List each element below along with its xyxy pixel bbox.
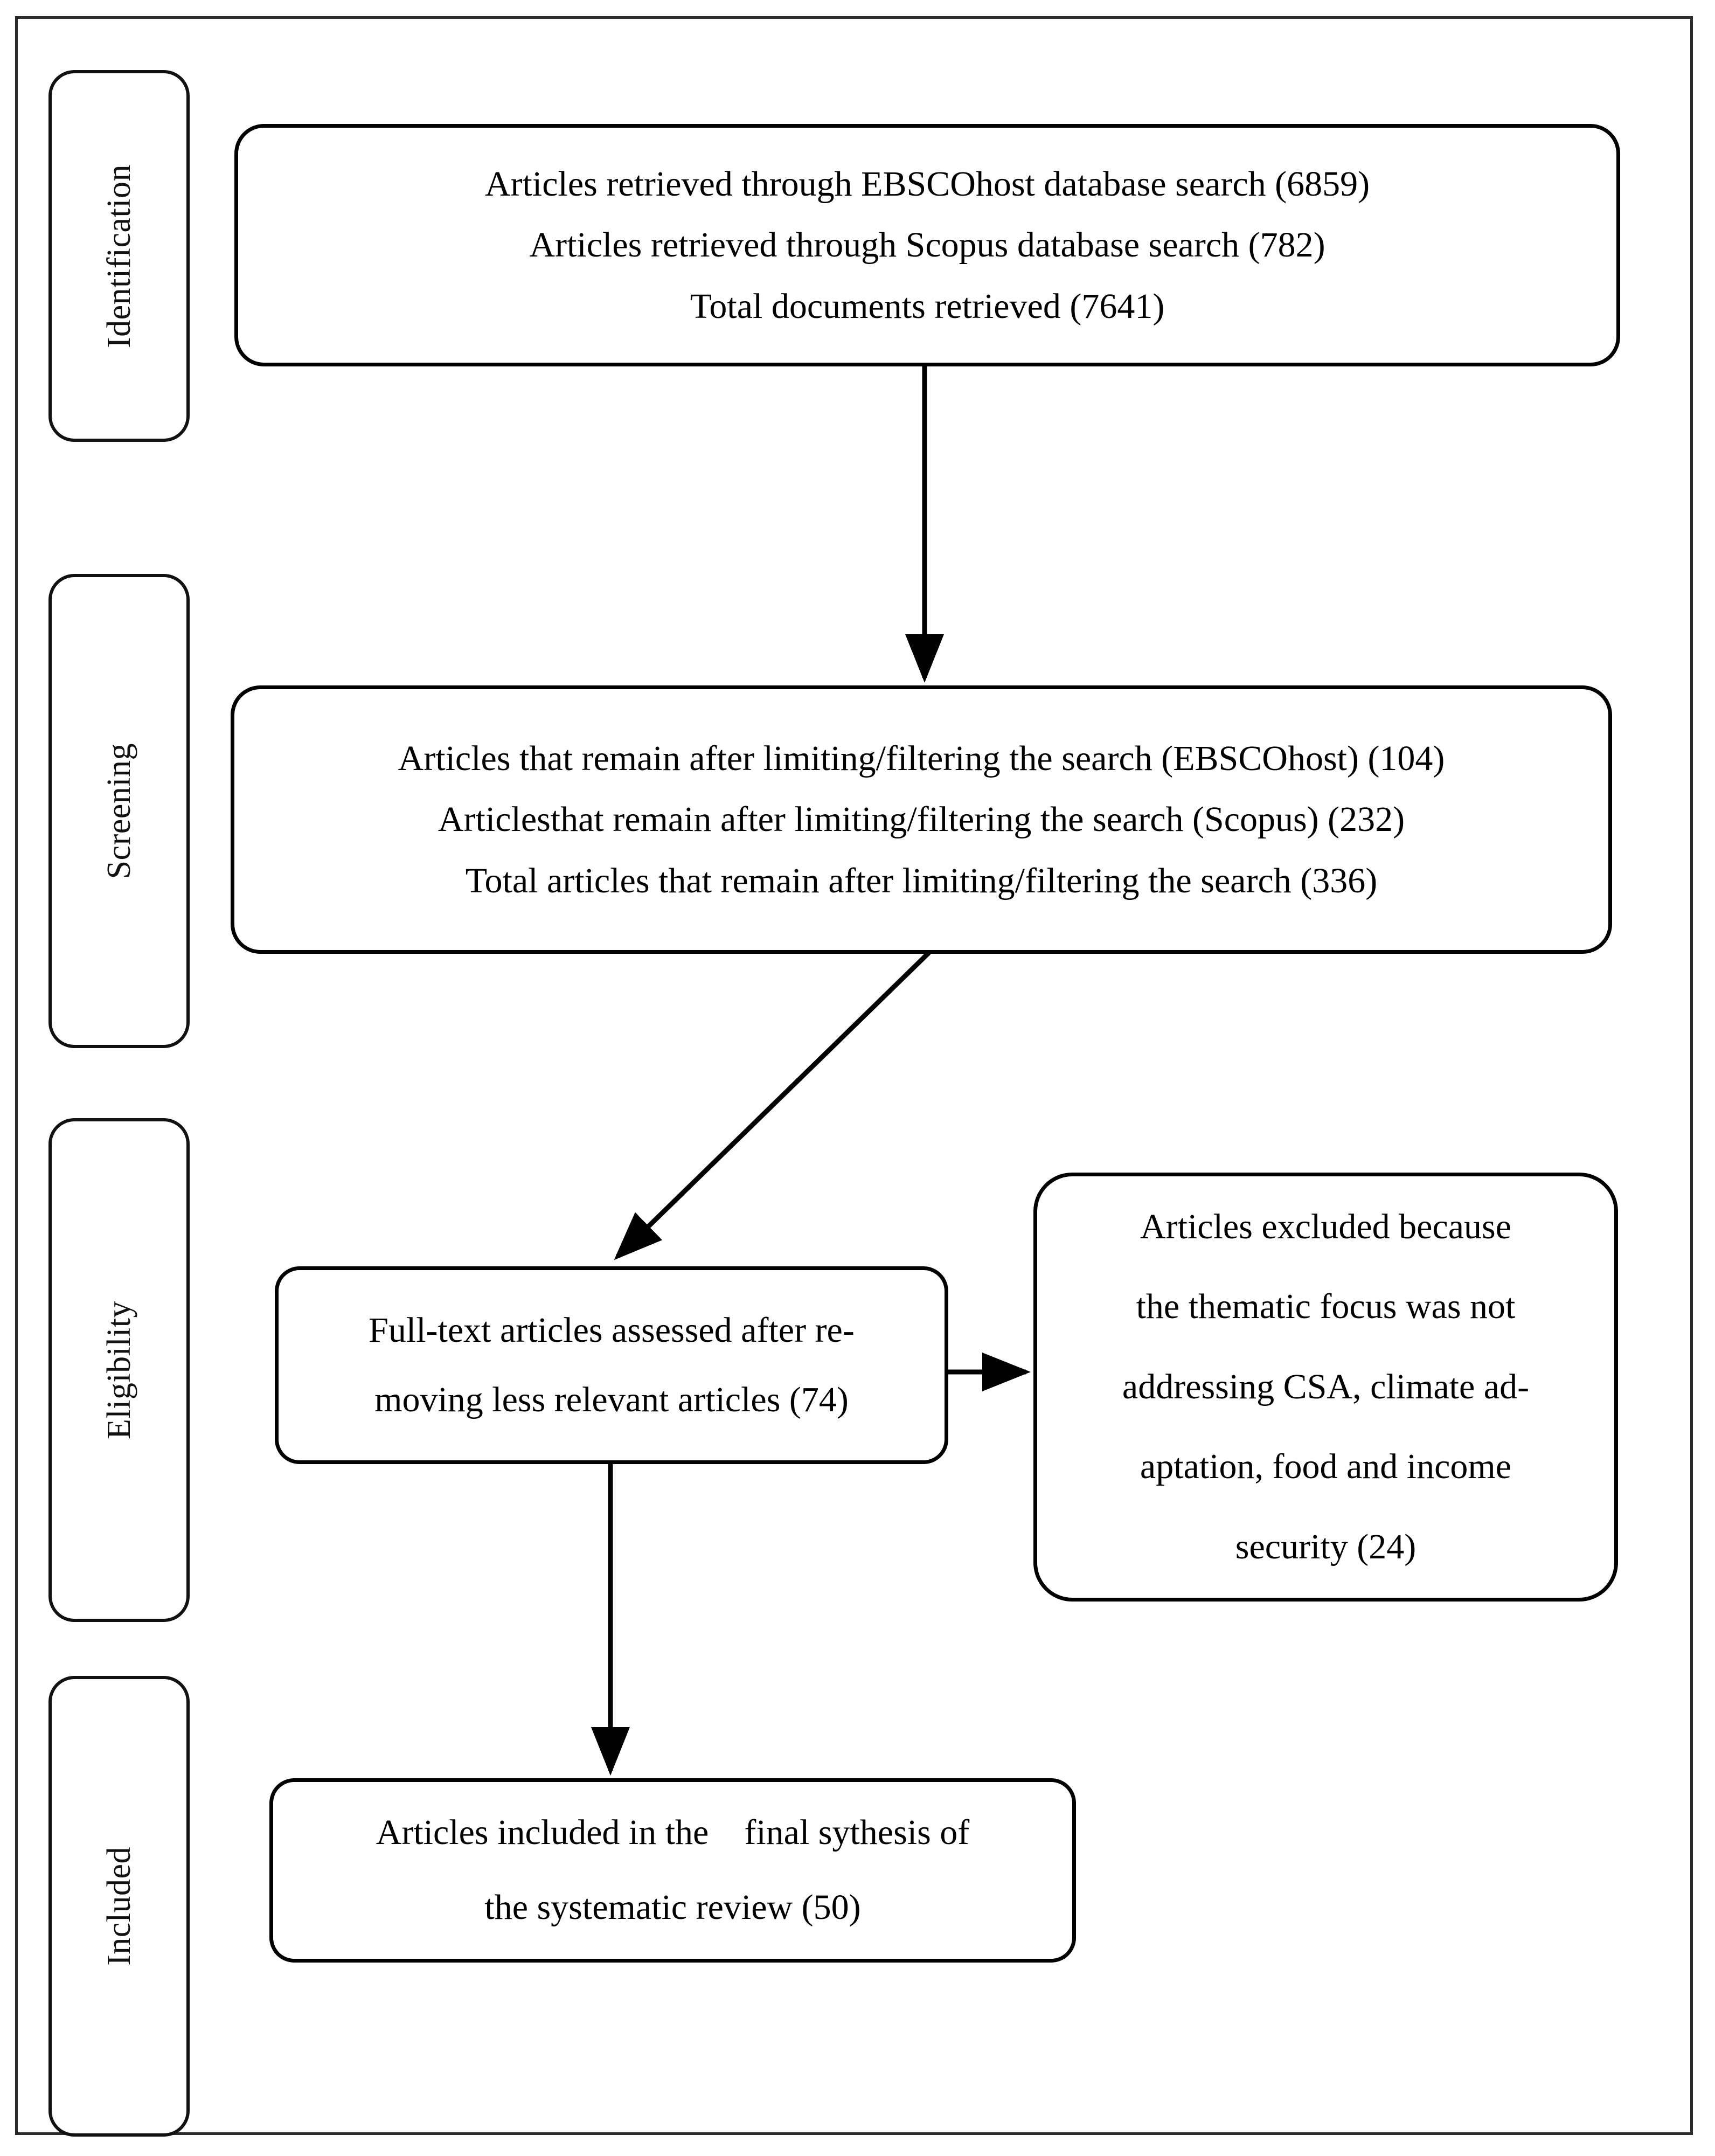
node-excluded-line-5: security (24) [1235,1527,1417,1566]
node-included-line-2: the systematic review (50) [484,1888,861,1927]
node-screening-line-1: Articles that remain after limiting/filt… [398,738,1445,778]
node-excluded-line-1: Articles excluded because [1140,1207,1511,1246]
stage-label-included-text: Included [101,1847,137,1966]
stage-label-identification: Identification [48,70,190,442]
node-screening-line-2: Articlesthat remain after limiting/filte… [438,800,1405,840]
node-excluded-line-4: aptation, food and income [1140,1447,1512,1487]
stage-label-eligibility: Eligibility [48,1118,190,1622]
node-excluded-line-3: addressing CSA, climate ad- [1122,1367,1530,1406]
node-screening-line-3: Total articles that remain after limitin… [465,861,1378,900]
node-identification-line-2: Articles retrieved through Scopus databa… [529,225,1325,265]
stage-label-identification-text: Identification [101,164,137,348]
node-included-line-1: Articles included in the final sythesis … [376,1813,970,1853]
node-identification-line-3: Total documents retrieved (7641) [690,286,1165,326]
node-eligibility-line-2: moving less relevant articles (74) [374,1379,849,1419]
node-eligibility: Full-text articles assessed after re- mo… [275,1266,948,1464]
node-included: Articles included in the final sythesis … [269,1778,1076,1963]
node-screening: Articles that remain after limiting/filt… [231,685,1612,954]
stage-label-eligibility-text: Eligibility [101,1301,137,1439]
diagram-outer-frame [15,16,1693,2135]
stage-label-screening: Screening [48,574,190,1048]
node-eligibility-line-1: Full-text articles assessed after re- [369,1310,855,1350]
node-identification: Articles retrieved through EBSCOhost dat… [234,124,1620,366]
stage-label-included: Included [48,1676,190,2137]
node-excluded: Articles excluded because the thematic f… [1033,1173,1618,1602]
node-excluded-line-2: the thematic focus was not [1136,1287,1516,1327]
node-identification-line-1: Articles retrieved through EBSCOhost dat… [484,164,1370,204]
stage-label-screening-text: Screening [101,743,137,879]
